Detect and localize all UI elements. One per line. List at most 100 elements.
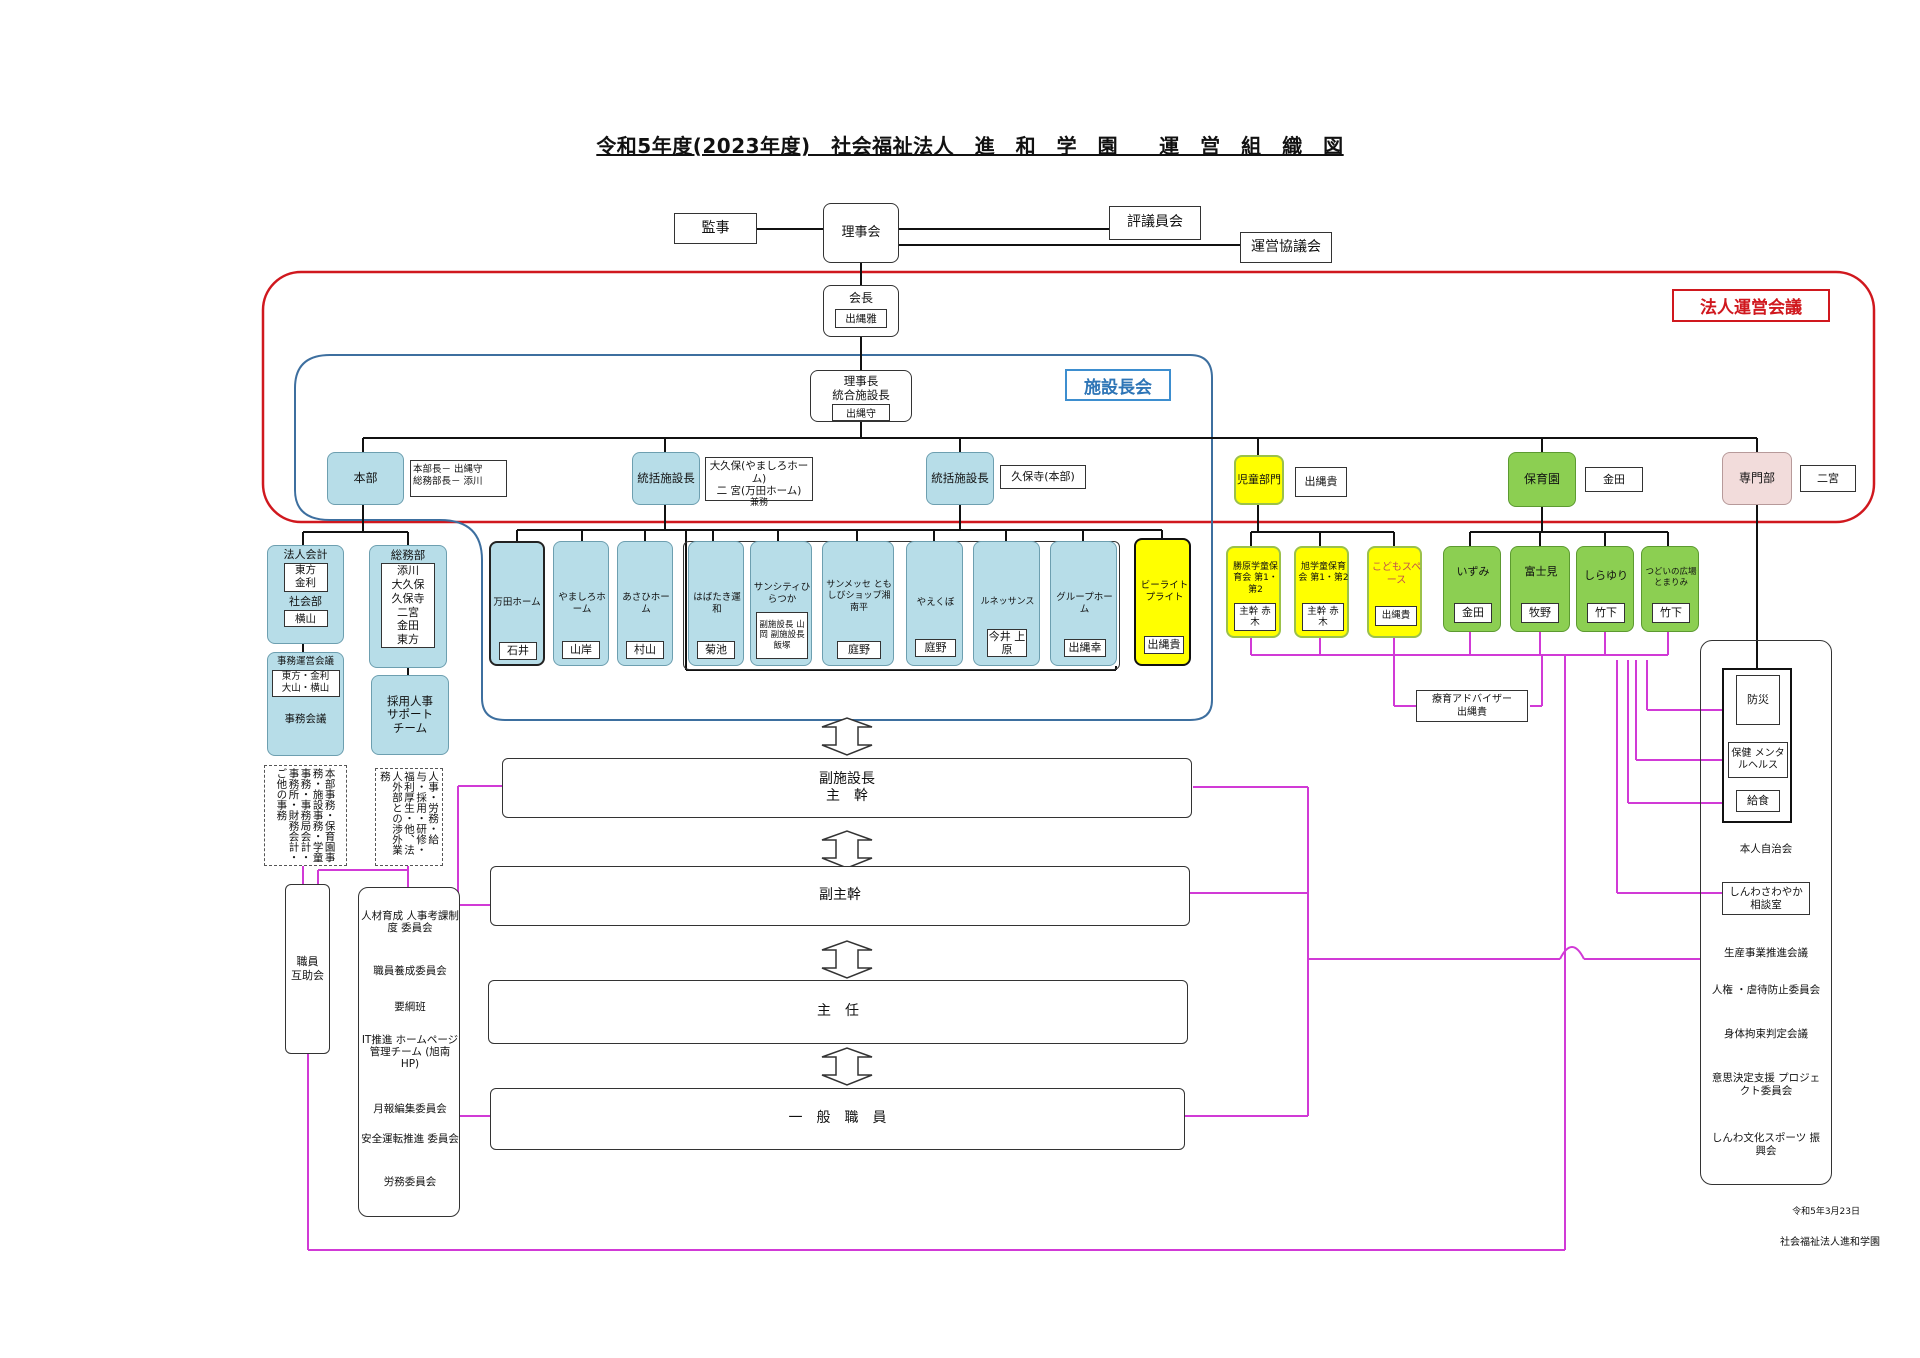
facility-card: ビーライトプライト 出縄貴 [1134,538,1191,666]
hyogiin-box: 評議員会 [1109,206,1201,240]
facility-card: はばたき運和 菊池 [688,541,744,666]
facility-name: 万田ホーム [493,597,541,608]
hoiku-unit-name: しらゆり [1584,569,1628,582]
jido-unit: 旭学童保育会 第1・第2 主幹 赤木 [1294,546,1349,638]
hojinkaikei-n3: 横山 [283,609,328,627]
right-list-item: 身体拘束判定会議 [1724,1028,1808,1040]
hojinkaikei-n1: 東方 [295,563,316,576]
committee-item: 月報編集委員会 [373,1103,447,1115]
hojinkaikei-n2: 金利 [295,577,316,590]
advisor-line1: 療育アドバイザー [1432,694,1512,705]
jido-unit-person: 主幹 赤木 [1234,603,1276,631]
jimukaigi-box: 事務運営会議 東方・金利 大山・横山 事務会議 [267,652,344,756]
hojinkaikei-sub: 社会部 [289,595,322,609]
somubu-m4: 二宮 [397,605,419,619]
honbu-line2: 総務部長－ 添川 [413,476,483,488]
rijicho-name: 出縄守 [832,403,890,421]
hoiku-unit: 富士見 牧野 [1510,546,1570,632]
page-title: 令和5年度(2023年度) 社会福祉法人 進 和 学 園 運 営 組 織 図 [596,134,1344,158]
advisor-box: 療育アドバイザー 出縄貴 [1416,690,1528,722]
senmon-unit-hoken: 保健 メンタルヘルス [1728,742,1788,778]
hoiku-unit-person: 牧野 [1521,603,1559,623]
facility-person: 庭野 [915,639,956,657]
hoiku-unit-person: 竹下 [1652,603,1690,623]
facility-name: あさひホーム [622,592,670,615]
somubu-m5: 金田 [397,619,419,633]
footer-date: 令和5年3月23日 [1792,1207,1860,1217]
level-shunin: 主 任 [488,980,1188,1044]
hojinkaikei-title: 法人会計 [283,548,328,561]
somubu-m3: 久保寺 [391,591,425,605]
hoiku-unit-person: 金田 [1454,603,1492,623]
facility-person: 菊池 [697,641,735,659]
somubu-m6: 東方 [397,633,419,647]
jido-unit: 勝原学童保育会 第1・第2 主幹 赤木 [1226,546,1281,638]
jimukaigi-sub: 事務会議 [284,712,327,725]
honbu-box: 本部 [327,452,404,505]
hoiku-unit-name: 富士見 [1524,565,1558,578]
facility-card: あさひホーム 村山 [617,541,673,666]
hoiku-unit: いずみ 金田 [1443,546,1501,632]
facility-card: やましろホーム 山岸 [553,541,609,666]
senmon-unit-bosai: 防災 [1736,675,1780,725]
hoiku-unit-name: いずみ [1456,565,1490,578]
right-list-panel [1700,640,1832,1185]
facility-name: やえくぼ [916,597,955,608]
kaicho-box: 会長 出縄雅 [823,285,899,337]
committee-item: 人材育成 人事考課制度 委員会 [361,910,459,935]
jido-unit: こどもスペース 出縄貴 [1367,546,1422,638]
gojokai-l1: 職員 [296,954,319,968]
hoiku-box: 保育園 [1508,452,1576,507]
facility-name: やましろホーム [558,592,606,615]
rijicho-title: 理事長 [843,374,879,388]
facility-person: 副施設長 山岡 副施設長 飯塚 [756,612,808,659]
facility-name: サンメッセ ともしびショップ湘南平 [826,580,892,613]
right-list-item: 生産事業推進会議 [1724,947,1808,959]
facility-card: ルネッサンス 今井 上原 [973,541,1040,666]
facility-card: グループホーム 出縄幸 [1050,541,1117,666]
somu-duties-text: 人事・労務・給与・採用・研修・福利厚生・他、法人外部との渉外業務 [378,771,440,855]
jido-unit-name: 勝原学童保育会 第1・第2 [1232,562,1278,595]
somu-duties: 人事・労務・給与・採用・研修・福利厚生・他、法人外部との渉外業務 [375,768,443,866]
facility-person: 出縄貴 [1144,636,1184,654]
rijikai-box: 理事会 [823,203,899,263]
jimukaigi-title: 事務運営会議 [276,656,334,667]
committee-item: 職員養成委員会 [373,965,447,977]
honbu-duties: 本部事務・保育園事務・施設事務・学童事務・事務局会計・事務所・財務会計・ご他の事… [264,765,347,866]
level-fukushisetsucho-l2: 主 幹 [826,788,868,804]
somubu-m2: 大久保 [391,578,425,592]
committee-panel: 人材育成 人事考課制度 委員会 職員養成委員会 要綱班 IT推進 ホームページ … [358,887,460,1217]
jido-unit-name: こどもスペース [1371,562,1422,586]
facility-name: グループホーム [1056,592,1113,615]
level-fukushukan: 副主幹 [490,866,1190,926]
senmon-unit-kyushoku: 給食 [1736,790,1780,812]
hoiku-unit-name: つどいの広場 とまりみ [1645,567,1697,588]
honbu-duties-text: 本部事務・保育園事務・施設事務・学童事務・事務局会計・事務所・財務会計・ご他の事… [275,768,336,863]
senmon-panel: 防災 保健 メンタルヘルス 給食 [1722,668,1792,823]
shisetsucho-label: 施設長会 [1065,369,1171,401]
right-list-item: しんわさわやか 相談室 [1722,882,1810,915]
saiyo-l2: サポート [387,707,433,722]
somubu-title: 総務部 [390,548,426,562]
somubu-box: 総務部 添川 大久保 久保寺 二宮 金田 東方 [369,545,447,668]
saiyo-l1: 採用人事 [387,694,433,709]
jimukaigi-m1: 東方・金利 [281,670,330,682]
facility-card: やえくぼ 庭野 [906,541,963,666]
facility-card: 万田ホーム 石井 [489,541,545,666]
facility-group-frame [683,541,1120,670]
tokatsu1-line1: 大久保(やましろホーム) [709,460,809,485]
facility-name: ルネッサンス [980,597,1035,607]
rijicho-box: 理事長 統合施設長 出縄守 [810,370,912,422]
level-fukushisetsucho: 副施設長 主 幹 [502,758,1192,818]
facility-person: 庭野 [837,641,881,659]
somubu-m1: 添川 [397,564,419,578]
footer-org: 社会福祉法人進和学園 [1780,1237,1880,1248]
facility-name: はばたき運和 [693,592,741,615]
committee-item: 労務委員会 [383,1176,437,1188]
saiyo-box: 採用人事 サポート チーム [371,675,449,755]
honbu-line1: 本部長－ 出縄守 [413,464,483,475]
kanji-box: 監事 [674,213,757,244]
uneikyogi-box: 運営協議会 [1240,232,1332,263]
level-ippan: 一 般 職 員 [490,1088,1185,1150]
